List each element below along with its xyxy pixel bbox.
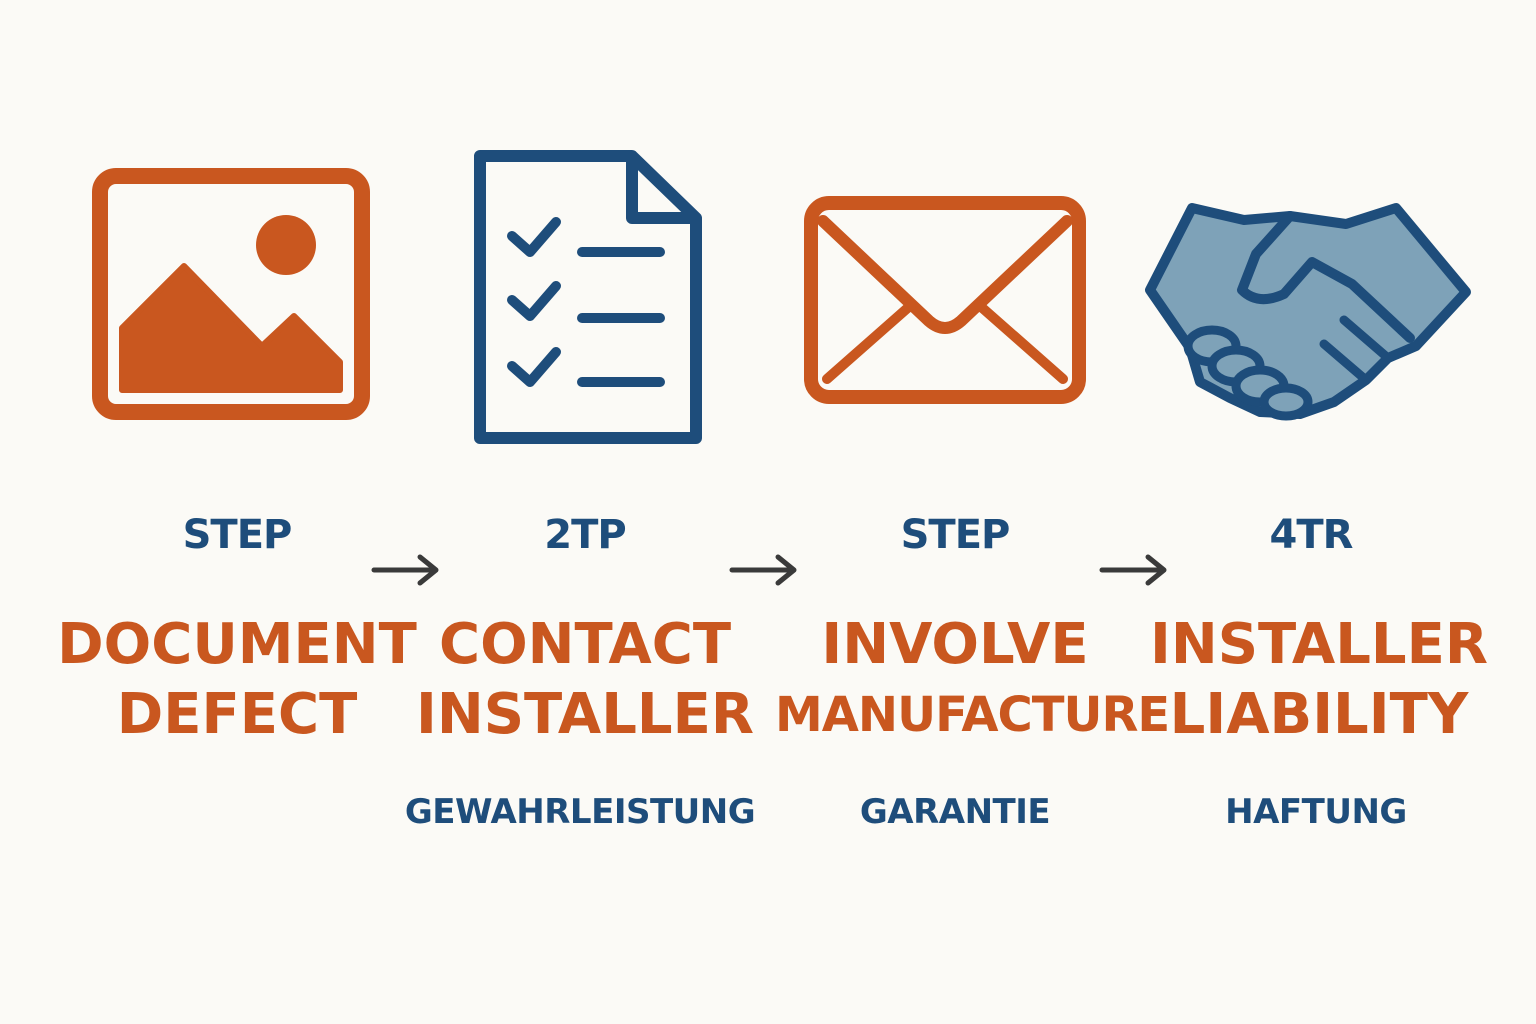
step-2-title-line-2: INSTALLER: [416, 682, 754, 747]
step-1-title: DOCUMENT DEFECT: [57, 610, 417, 750]
step-2-title: CONTACT INSTALLER: [405, 610, 765, 750]
step-1-title-line-2: DEFECT: [116, 682, 358, 747]
step-4-title: INSTALLER LIABILITY: [1139, 610, 1499, 750]
step-1-label: STEP: [182, 512, 293, 558]
step-2-title-line-1: CONTACT: [438, 612, 732, 677]
step-2-label: 2TP: [544, 512, 626, 558]
step-3-subtitle: GARANTIE: [859, 792, 1051, 832]
image-icon: [92, 168, 370, 420]
step-3-title: INVOLVE MANUFACTURE: [775, 610, 1170, 750]
step-3-label: STEP: [900, 512, 1011, 558]
step-4-title-line-1: INSTALLER: [1150, 612, 1488, 677]
step-1-title-line-1: DOCUMENT: [57, 612, 417, 677]
step-3-title-line-2: MANUFACTURE: [775, 687, 1170, 743]
arrow-right-icon: [371, 554, 439, 586]
handshake-icon: [1145, 203, 1471, 421]
step-4-label: 4TR: [1269, 512, 1354, 558]
arrow-right-icon: [1099, 554, 1167, 586]
step-3-title-line-1: INVOLVE: [821, 612, 1089, 677]
step-4-subtitle: HAFTUNG: [1225, 792, 1407, 832]
step-4-title-line-2: LIABILITY: [1169, 682, 1469, 747]
checklist-document-icon: [474, 150, 702, 444]
step-2-subtitle: GEWAHRLEISTUNG: [404, 792, 756, 832]
arrow-right-icon: [729, 554, 797, 586]
envelope-icon: [804, 196, 1086, 404]
